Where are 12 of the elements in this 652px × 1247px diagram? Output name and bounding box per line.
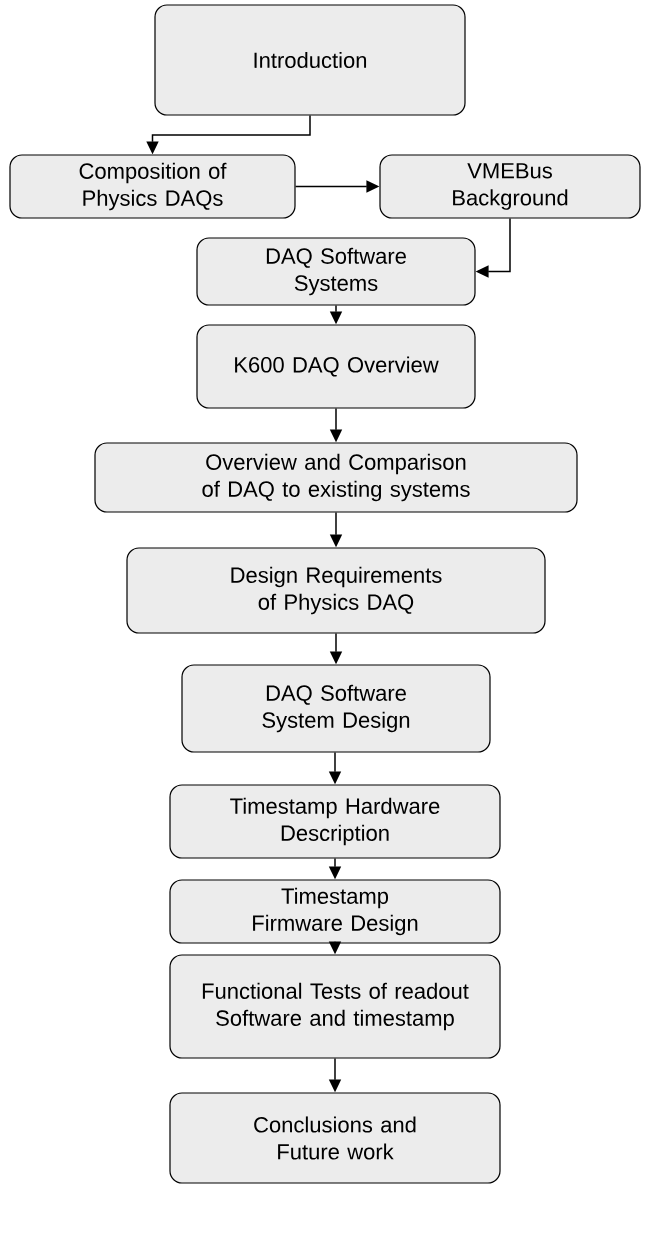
process-box: DAQ Software System Design — [181, 664, 491, 753]
process-box: Overview and Comparison of DAQ to existing systems — [94, 442, 578, 513]
process-box: Introduction — [154, 4, 466, 116]
process-box: VMEBus Background — [379, 154, 641, 219]
process-box: Functional Tests of readout Software and timestamp — [169, 954, 501, 1059]
process-box: Timestamp Firmware Design — [169, 879, 501, 944]
process-box: Conclusions and Future work — [169, 1092, 501, 1184]
process-box: Composition of Physics DAQs — [9, 154, 296, 219]
process-box: Design Requirements of Physics DAQ — [126, 547, 546, 634]
process-box: Timestamp Hardware Description — [169, 784, 501, 859]
process-box: K600 DAQ Overview — [196, 324, 476, 409]
process-box: DAQ Software Systems — [196, 237, 476, 306]
